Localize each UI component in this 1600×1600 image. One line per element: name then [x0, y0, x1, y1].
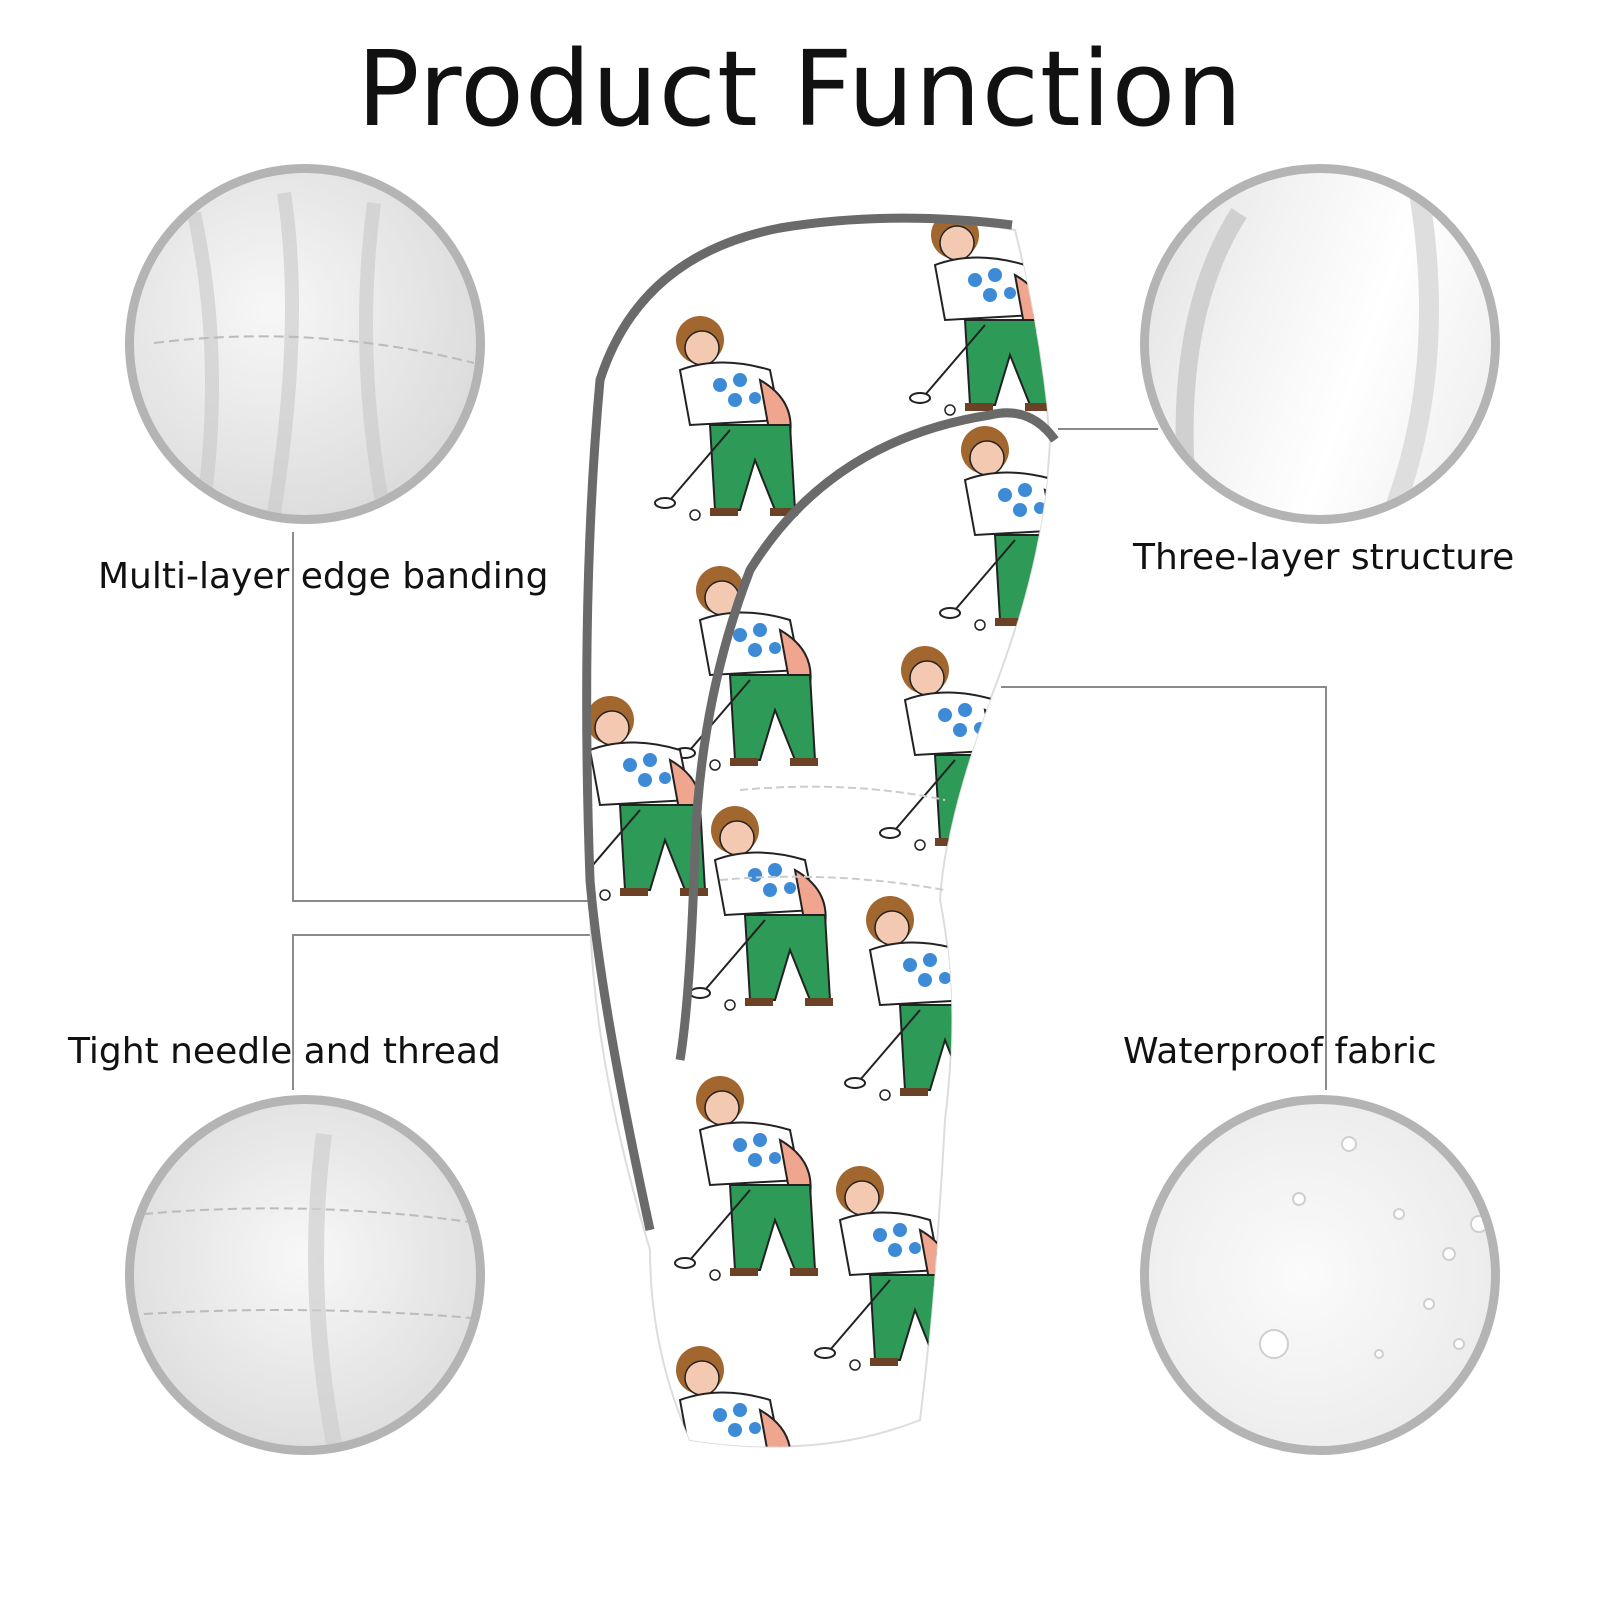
- fabric-folds-texture: [153, 191, 475, 515]
- elastic-stitching: [719, 785, 946, 891]
- feature-label-three-layer: Three-layer structure: [1133, 537, 1515, 578]
- leader-line: [292, 934, 294, 1090]
- water-droplets-texture: [1259, 1136, 1488, 1359]
- leader-line: [1001, 686, 1327, 688]
- detail-circle-edge-banding: [125, 164, 485, 524]
- detail-circle-waterproof: [1140, 1095, 1500, 1455]
- page-title: Product Function: [356, 28, 1244, 150]
- feature-label-needle-thread: Tight needle and thread: [68, 1031, 501, 1072]
- leader-line: [292, 532, 294, 902]
- edge-piping-inner: [675, 408, 1059, 1061]
- detail-circle-three-layer: [1140, 164, 1500, 524]
- leader-line: [1325, 686, 1327, 1090]
- stitch-texture: [143, 1132, 476, 1446]
- leader-line: [292, 900, 610, 902]
- leader-line: [1058, 428, 1158, 430]
- edge-piping-outer: [582, 213, 1013, 1231]
- leader-line: [292, 934, 610, 936]
- detail-circle-needle-thread: [125, 1095, 485, 1455]
- feature-label-waterproof: Waterproof fabric: [1123, 1031, 1437, 1072]
- feature-label-edge-banding: Multi-layer edge banding: [98, 556, 549, 597]
